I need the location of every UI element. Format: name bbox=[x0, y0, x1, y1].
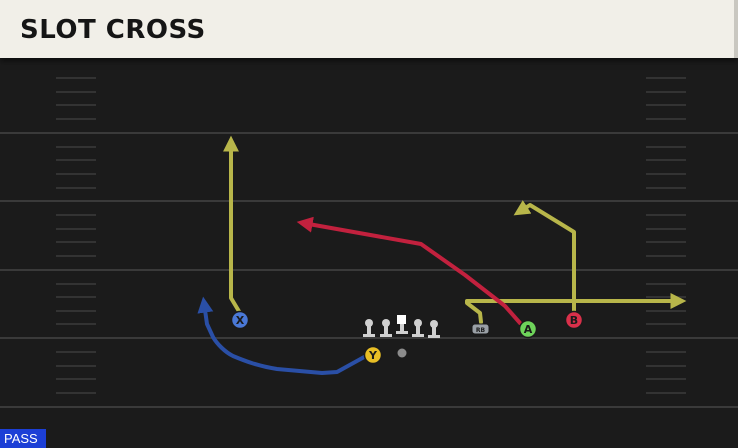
player-y-label: Y bbox=[368, 349, 378, 362]
route-b-corner bbox=[513, 200, 576, 316]
yard-lines bbox=[0, 132, 738, 408]
route-rb-flat bbox=[465, 293, 687, 324]
center bbox=[396, 315, 408, 334]
player-a[interactable]: A bbox=[518, 319, 538, 339]
player-y[interactable]: Y bbox=[363, 345, 383, 365]
player-rb-label: RB bbox=[476, 327, 486, 334]
play-type-badge: PASS bbox=[0, 429, 46, 448]
player-rb[interactable]: RB bbox=[471, 323, 490, 335]
play-name: SLOT CROSS bbox=[20, 15, 206, 45]
lineman-lt bbox=[363, 319, 375, 337]
route-x-go bbox=[223, 135, 242, 315]
player-a-label: A bbox=[524, 323, 533, 336]
quarterback-marker bbox=[397, 348, 407, 358]
offensive-line bbox=[363, 315, 440, 338]
player-b[interactable]: B bbox=[564, 310, 584, 330]
lineman-rt bbox=[428, 320, 440, 338]
lineman-rg bbox=[412, 319, 424, 337]
route-y-wheel bbox=[197, 296, 368, 375]
hash-marks-left bbox=[56, 77, 96, 394]
player-b-label: B bbox=[570, 314, 578, 327]
player-x[interactable]: X bbox=[230, 310, 250, 330]
player-x-label: X bbox=[236, 314, 245, 327]
route-a-cross bbox=[296, 216, 522, 325]
play-title-bar: SLOT CROSS bbox=[0, 0, 738, 58]
lineman-lg bbox=[380, 319, 392, 337]
